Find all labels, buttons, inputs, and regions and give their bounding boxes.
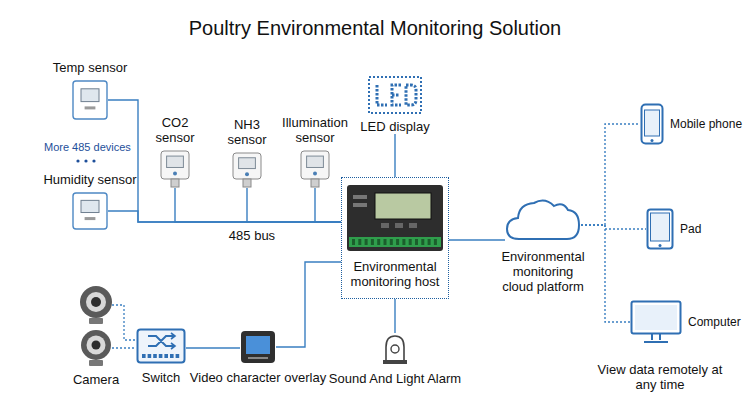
illumination-sensor: Illumination sensor [300, 150, 330, 188]
node-label: CO2 sensor [150, 115, 200, 145]
pad: Pad [646, 208, 674, 250]
connector [449, 239, 505, 240]
co2-sensor: CO2 sensor [160, 150, 190, 188]
node-label: Temp sensor [53, 60, 127, 75]
node-label: Pad [680, 222, 701, 237]
connector [276, 262, 341, 347]
connector [175, 188, 341, 222]
sensor-icon [160, 150, 190, 188]
host-icon [345, 181, 445, 255]
connector [108, 211, 341, 222]
node-label: Sound And Light Alarm [329, 371, 461, 386]
connector [394, 134, 395, 177]
led-icon [367, 75, 423, 115]
led-display: LED display [350, 75, 440, 134]
phone-icon [640, 103, 664, 145]
connector [581, 124, 640, 225]
node-label: Mobile phone [670, 117, 742, 132]
node-label: LED display [350, 119, 440, 134]
humidity-sensor: Humidity sensor [72, 192, 108, 230]
device-dots [76, 159, 95, 162]
video-overlay: Video character overlay [240, 330, 276, 364]
computer: Computer [630, 300, 682, 344]
node-label: NH3 sensor [222, 117, 272, 147]
monitoring-host: Environmental monitoring host [341, 177, 449, 299]
title: Poultry Environmental Monitoring Solutio… [0, 16, 750, 40]
overlay-icon [240, 330, 276, 364]
connector [581, 225, 630, 322]
bus-label: 485 bus [222, 228, 282, 243]
camera: Camera [80, 330, 112, 366]
node-label: Switch [142, 370, 180, 385]
node-label: Camera [73, 372, 119, 387]
wallsensor-icon [72, 192, 108, 230]
connector [112, 347, 136, 348]
note: View data remotely at any time [590, 362, 730, 392]
sensor-icon [300, 150, 330, 188]
connector [315, 188, 341, 222]
cloud-platform: Environmental monitoring cloud platform [505, 195, 581, 243]
node-label: Illumination sensor [273, 115, 357, 145]
camera-icon [80, 286, 112, 324]
node-label: Environmental monitoring cloud platform [497, 249, 589, 294]
node-label: Environmental monitoring host [345, 259, 445, 289]
connector [247, 188, 341, 222]
sensor-icon [232, 152, 262, 188]
pad-icon [646, 208, 674, 250]
wallsensor-icon [72, 80, 108, 120]
node-label: Video character overlay [190, 370, 326, 385]
alarm-icon [381, 333, 409, 365]
sw-icon [136, 328, 186, 364]
computer-icon [630, 300, 682, 344]
connector [186, 347, 240, 348]
node-label: Computer [688, 315, 741, 330]
cloud-icon [505, 195, 581, 243]
temp-sensor: Temp sensor [72, 80, 108, 120]
node-label: Humidity sensor [43, 172, 136, 187]
nh3-sensor: NH3 sensor [232, 152, 262, 188]
alarm: Sound And Light Alarm [381, 333, 409, 365]
camera-wire [112, 305, 136, 340]
switch: Switch [136, 328, 186, 364]
mobile-phone: Mobile phone [640, 103, 664, 145]
note: More 485 devices [44, 140, 154, 155]
connector [394, 299, 395, 333]
camera-icon [80, 330, 112, 366]
